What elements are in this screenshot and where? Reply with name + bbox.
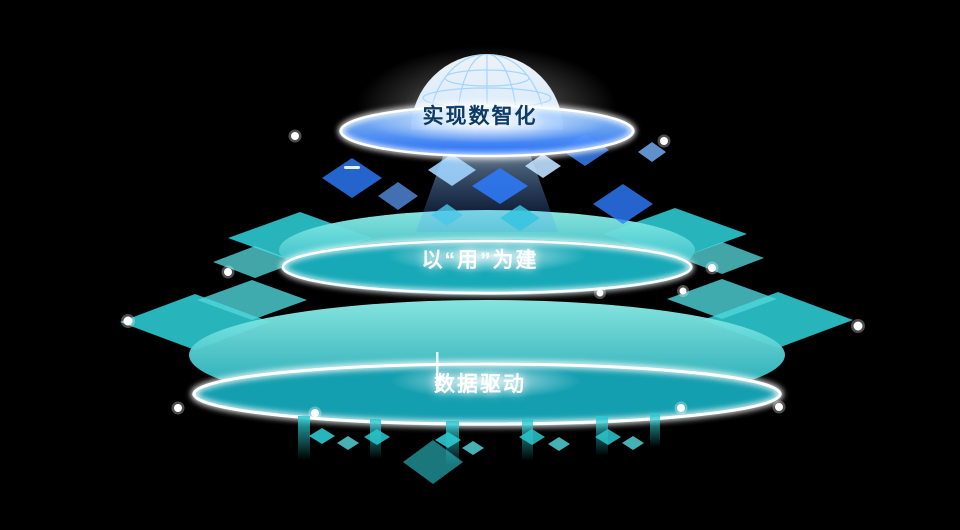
middle-tier-graphic <box>213 208 764 296</box>
bottom-tier-graphic <box>120 279 853 428</box>
light-beam <box>436 352 439 392</box>
bottom-diamonds-decoration <box>309 428 644 484</box>
dash-decoration <box>344 166 360 169</box>
glow-dots-decoration <box>121 129 865 420</box>
top-tier-graphic <box>338 46 636 170</box>
